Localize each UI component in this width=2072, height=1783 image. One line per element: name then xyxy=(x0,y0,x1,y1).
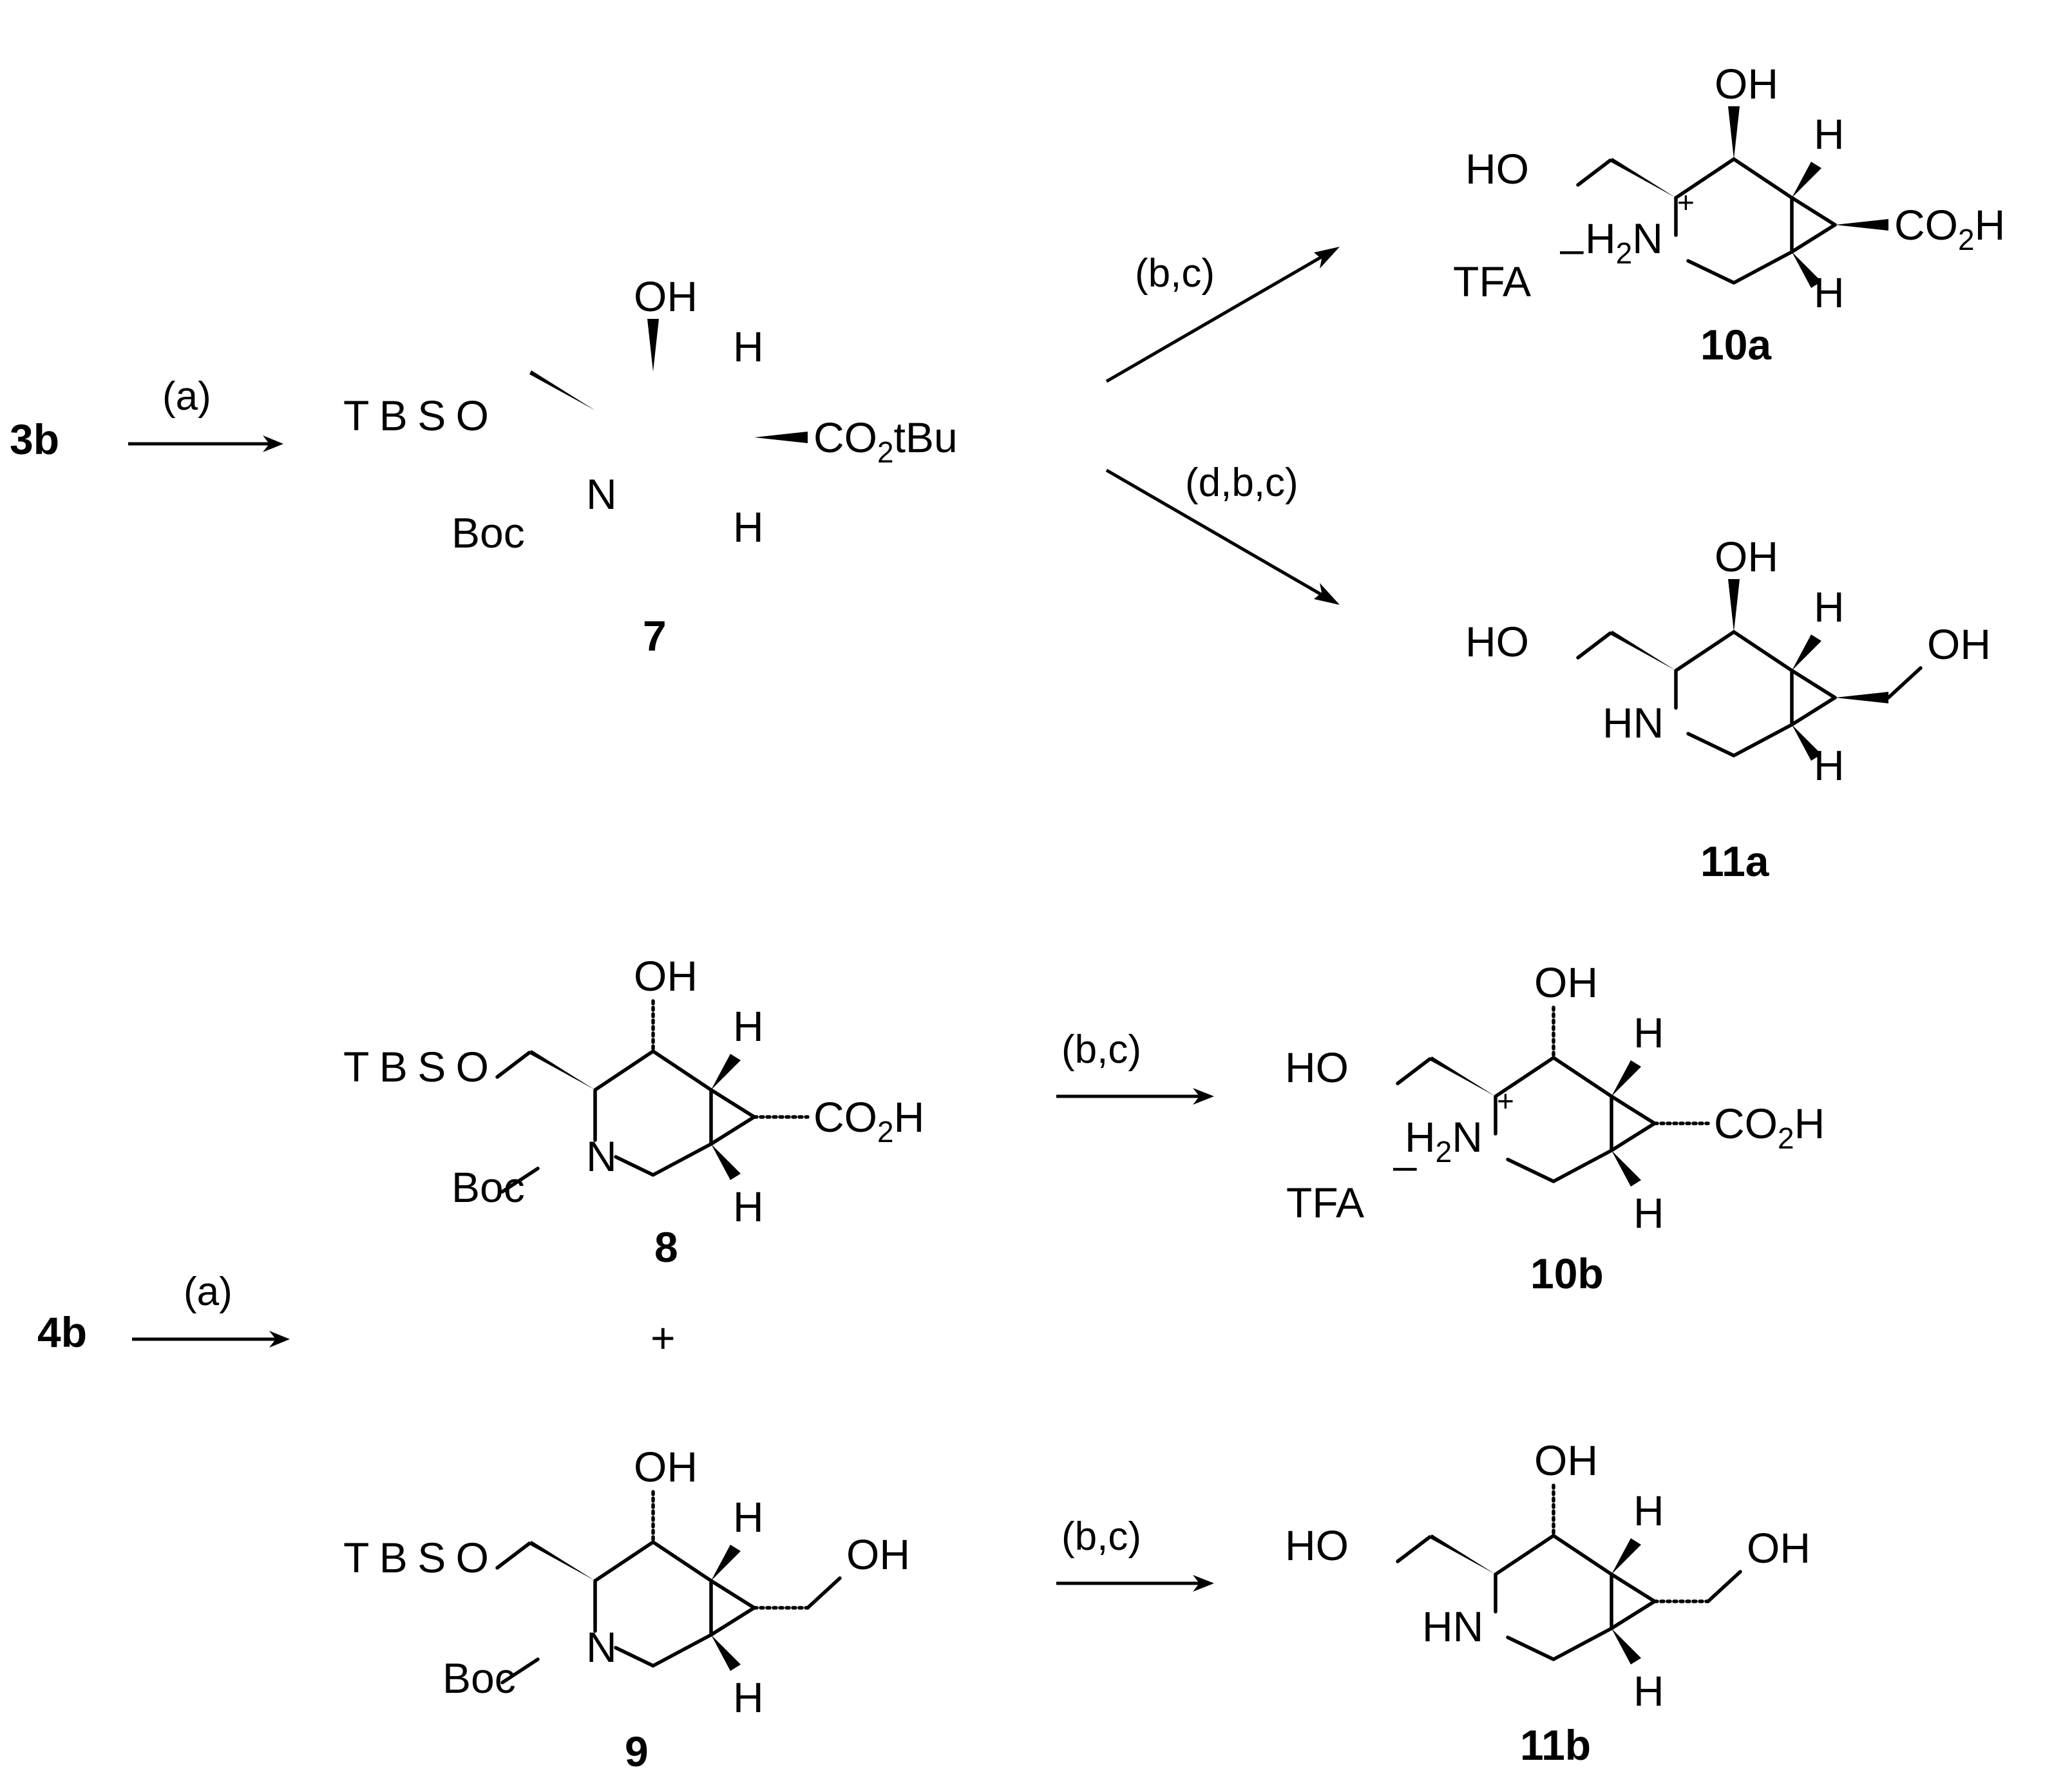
svg-text:H2N: H2N xyxy=(1405,1113,1483,1168)
reaction-arrow xyxy=(128,435,283,452)
reaction-arrow xyxy=(1105,468,1340,605)
svg-text:OH: OH xyxy=(1927,620,1991,668)
start-label: 3b xyxy=(10,415,59,463)
compound-9: OH H H TBSO N Boc OH 9 xyxy=(343,1443,910,1775)
svg-text:N: N xyxy=(586,1623,617,1671)
svg-text:CO2H: CO2H xyxy=(1894,201,2005,256)
svg-text:H: H xyxy=(1633,1009,1664,1056)
svg-text:HO: HO xyxy=(1285,1044,1349,1091)
svg-text:H: H xyxy=(733,503,764,551)
svg-text:N: N xyxy=(586,470,617,518)
svg-text:TFA: TFA xyxy=(1453,258,1531,305)
svg-text:H: H xyxy=(733,1002,764,1050)
svg-text:OH: OH xyxy=(634,952,698,1000)
svg-text:Boc: Boc xyxy=(442,1654,516,1702)
compound-10a: OH H H HO H2N + TFA – CO2H 10a xyxy=(1453,60,2005,368)
svg-text:TFA: TFA xyxy=(1286,1179,1364,1226)
reaction-arrow xyxy=(1056,1575,1214,1592)
svg-text:CO2tBu: CO2tBu xyxy=(813,414,958,469)
svg-text:OH: OH xyxy=(634,1443,698,1491)
svg-text:OH: OH xyxy=(1747,1524,1811,1572)
reagent-label: (b,c) xyxy=(1061,1514,1141,1559)
svg-text:HO: HO xyxy=(1465,618,1529,665)
svg-text:OH: OH xyxy=(1534,958,1598,1006)
svg-text:OH: OH xyxy=(1534,1436,1598,1484)
start-label: 4b xyxy=(37,1308,87,1356)
svg-text:HO: HO xyxy=(1285,1521,1349,1569)
svg-text:CO2H: CO2H xyxy=(1714,1100,1825,1155)
compound-7: OH H H TBSO N Boc CO2tBu 7 xyxy=(343,272,958,660)
svg-text:–: – xyxy=(1560,225,1584,272)
reaction-arrow xyxy=(132,1331,290,1348)
svg-text:H: H xyxy=(1633,1189,1664,1237)
svg-text:TBSO: TBSO xyxy=(343,392,489,439)
svg-text:TBSO: TBSO xyxy=(343,1043,489,1091)
svg-text:H: H xyxy=(733,1183,764,1230)
compound-11a: OH H H HO HN OH 11a xyxy=(1465,533,1991,885)
svg-text:11a: 11a xyxy=(1700,837,1770,885)
svg-text:11b: 11b xyxy=(1520,1721,1591,1769)
reaction-arrow xyxy=(1056,1088,1214,1105)
svg-text:–: – xyxy=(1393,1141,1417,1189)
svg-text:H: H xyxy=(1814,583,1845,631)
svg-text:HO: HO xyxy=(1465,145,1529,193)
reagent-label: (b,c) xyxy=(1061,1027,1141,1072)
reagent-label: (b,c) xyxy=(1135,251,1215,296)
svg-text:10b: 10b xyxy=(1530,1250,1604,1297)
svg-text:H: H xyxy=(733,1493,764,1541)
svg-text:H: H xyxy=(733,1673,764,1721)
svg-text:H: H xyxy=(1814,269,1845,316)
svg-text:+: + xyxy=(1497,1084,1514,1118)
svg-text:OH: OH xyxy=(1715,60,1778,108)
svg-text:H: H xyxy=(1633,1667,1664,1715)
svg-text:TBSO: TBSO xyxy=(343,1534,489,1581)
svg-text:10a: 10a xyxy=(1700,321,1772,368)
svg-text:+: + xyxy=(1677,186,1695,219)
svg-text:OH: OH xyxy=(1715,533,1778,580)
svg-text:N: N xyxy=(586,1132,617,1180)
reaction-arrow xyxy=(1105,247,1340,383)
svg-text:7: 7 xyxy=(643,612,667,660)
svg-text:8: 8 xyxy=(654,1223,678,1271)
compound-10b: OH H H HO H2N + TFA – CO2H 10b xyxy=(1285,958,1825,1297)
svg-text:H: H xyxy=(1814,741,1845,789)
plus-sign: + xyxy=(651,1314,676,1362)
svg-text:Boc: Boc xyxy=(451,509,525,557)
svg-text:HN: HN xyxy=(1422,1603,1483,1650)
compound-11b: OH H H HO HN OH 11b xyxy=(1285,1436,1811,1769)
svg-text:OH: OH xyxy=(634,272,698,320)
svg-text:OH: OH xyxy=(846,1530,910,1578)
svg-text:Boc: Boc xyxy=(451,1163,525,1211)
compound-8: OH H H TBSO N Boc CO2H 8 xyxy=(343,952,924,1271)
reagent-label: (a) xyxy=(162,374,211,419)
svg-text:H: H xyxy=(1633,1487,1664,1534)
svg-text:H: H xyxy=(733,323,764,370)
reagent-label: (a) xyxy=(184,1270,233,1314)
svg-text:CO2H: CO2H xyxy=(813,1093,924,1149)
svg-text:H2N: H2N xyxy=(1585,215,1663,270)
svg-text:H: H xyxy=(1814,110,1845,158)
svg-text:HN: HN xyxy=(1602,699,1664,747)
svg-text:9: 9 xyxy=(625,1728,649,1775)
reagent-label: (d,b,c) xyxy=(1185,461,1298,505)
